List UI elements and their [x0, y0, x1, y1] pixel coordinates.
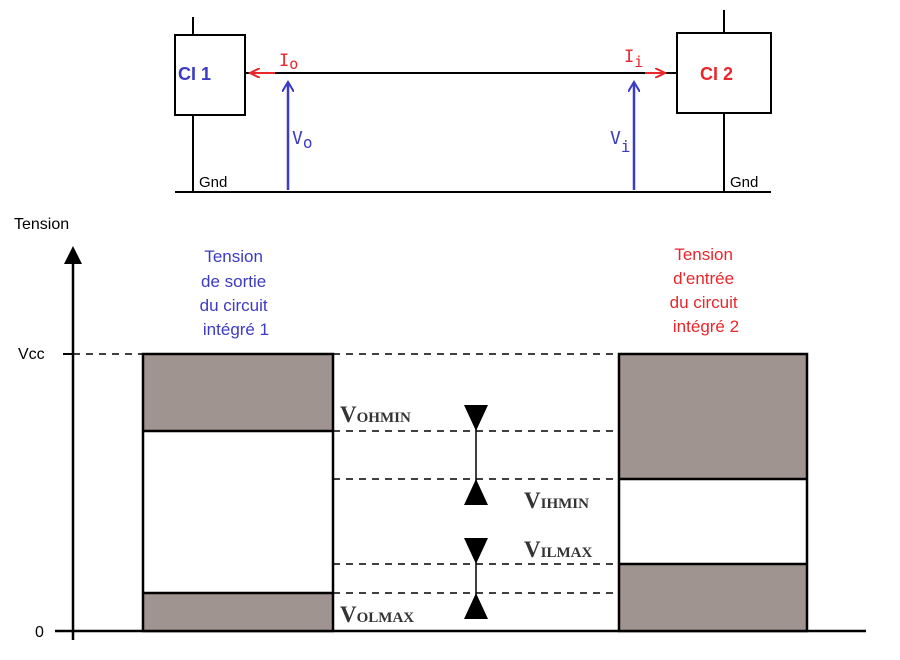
- high-margin-arrowhead-down: [464, 405, 488, 431]
- vi-label: Vi: [610, 128, 630, 156]
- output-level-bar: [141, 352, 335, 633]
- output-caption: Tension de sortie du circuit intégré 1: [200, 247, 273, 339]
- vohmin-label: VOHMIN: [340, 402, 411, 427]
- circuit-schematic: CI 1 CI 2 Io Ii Vo Vi Gnd Gnd: [174, 10, 772, 193]
- axis-title: Tension: [14, 216, 69, 233]
- voltage-axis-arrowhead: [64, 246, 82, 264]
- vihmin-label: VIHMIN: [524, 488, 589, 513]
- gnd-left-label: Gnd: [199, 174, 227, 191]
- output-high-zone: [143, 354, 333, 431]
- vilmax-label: VILMAX: [524, 537, 592, 562]
- voltage-levels: Tension Vcc 0: [14, 216, 866, 641]
- high-noise-margin-arrows: [464, 405, 488, 505]
- ii-label: Ii: [624, 47, 643, 71]
- low-margin-arrowhead-up: [464, 593, 488, 619]
- gnd-right-label: Gnd: [730, 174, 758, 191]
- input-high-zone: [619, 354, 807, 479]
- zero-label: 0: [35, 624, 44, 641]
- ci1-label: CI 1: [178, 64, 211, 84]
- output-undefined-zone: [143, 431, 333, 593]
- output-low-zone: [143, 593, 333, 631]
- input-low-zone: [619, 564, 807, 631]
- input-undefined-zone: [619, 479, 807, 564]
- ci1-box: [174, 34, 246, 116]
- vcc-label: Vcc: [18, 346, 45, 363]
- input-bar-outline: [617, 352, 809, 633]
- input-caption: Tension d'entrée du circuit intégré 2: [670, 245, 743, 336]
- vo-label: Vo: [292, 128, 312, 152]
- output-bar-outline: [141, 352, 335, 633]
- ci2-label: CI 2: [700, 64, 733, 84]
- low-noise-margin-arrows: [464, 538, 488, 619]
- volmax-label: VOLMAX: [340, 602, 414, 627]
- high-margin-arrowhead-up: [464, 479, 488, 505]
- low-margin-arrowhead-down: [464, 538, 488, 564]
- io-label: Io: [279, 51, 298, 73]
- input-level-bar: [617, 352, 809, 633]
